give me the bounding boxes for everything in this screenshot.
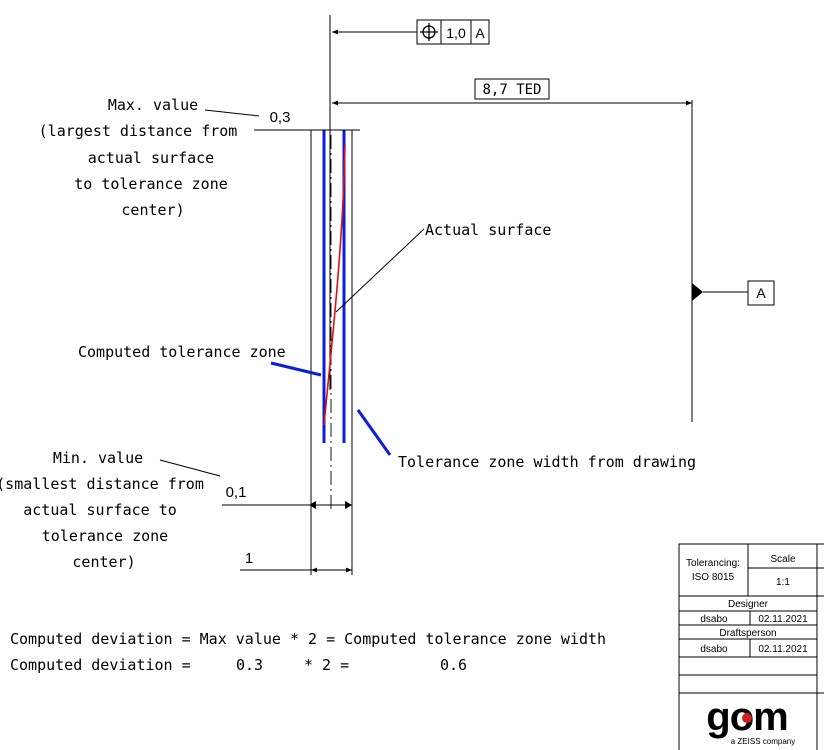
formula-line-2-result: 0.6 [440, 656, 467, 674]
callouts: Actual surface Computed tolerance zone T… [78, 221, 696, 471]
logo-subtitle: a ZEISS company [731, 737, 795, 746]
ted-label: 8,7 TED [482, 82, 541, 98]
max-desc-line: (largest distance from [39, 122, 238, 140]
feature-control-frame: 1,0 A [329, 15, 490, 390]
datum-label: A [756, 285, 766, 301]
ted-dimension: 8,7 TED [332, 78, 692, 106]
draftsperson-label: Draftsperson [719, 628, 776, 639]
gom-logo: gom a ZEISS company [706, 695, 795, 746]
max-desc-line: to tolerance zone [74, 175, 228, 193]
actual-surface-leader [335, 228, 425, 313]
width-value: 1 [245, 550, 253, 567]
max-desc-line: center) [121, 201, 184, 219]
width-dimension: 1 [240, 550, 352, 573]
max-desc-line: actual surface [88, 149, 214, 167]
datum-feature: A [691, 100, 775, 422]
scale-label: Scale [770, 554, 795, 565]
min-value-annotation: Min. value (smallest distance from actua… [0, 449, 246, 571]
designer-date: 02.11.2021 [758, 614, 808, 625]
draftsperson-name: dsabo [700, 644, 728, 655]
draftsperson-date: 02.11.2021 [758, 644, 808, 655]
drawing-zone-leader [356, 409, 392, 456]
designer-name: dsabo [700, 614, 728, 625]
formula-line-1: Computed deviation = Max value * 2 = Com… [10, 630, 606, 648]
tolerancing-label: Tolerancing: [686, 558, 740, 569]
formula-line-2-mult: * 2 = [304, 656, 349, 674]
actual-surface-label: Actual surface [425, 221, 551, 239]
min-value-title: Min. value [53, 449, 143, 467]
min-desc-line: tolerance zone [42, 527, 168, 545]
min-value: 0,1 [226, 484, 247, 501]
tolerance-zone-geometry [222, 129, 360, 575]
max-value-annotation: Max. value (largest distance from actual… [39, 96, 320, 219]
tolerancing-value: ISO 8015 [692, 572, 735, 583]
formula-line-2-max: 0.3 [236, 656, 263, 674]
datum-triangle-icon [692, 283, 703, 301]
fcf-datum-ref: A [475, 25, 485, 41]
logo-red-dot-icon [742, 713, 752, 723]
min-desc-line: actual surface to [23, 501, 177, 519]
min-desc-line: center) [72, 553, 135, 571]
position-icon [420, 23, 438, 41]
scale-value: 1:1 [776, 577, 790, 588]
actual-surface-curve [323, 144, 346, 426]
drawing-zone-label: Tolerance zone width from drawing [398, 453, 696, 471]
fcf-tolerance-value: 1,0 [446, 25, 466, 41]
max-value-title: Max. value [108, 96, 198, 114]
computed-zone-leader [270, 361, 322, 377]
min-desc-line: (smallest distance from [0, 475, 204, 493]
computed-zone-label: Computed tolerance zone [78, 343, 286, 361]
formula: Computed deviation = Max value * 2 = Com… [10, 630, 606, 674]
title-block: Tolerancing: ISO 8015 Scale 1:1 Designer… [678, 543, 824, 750]
formula-line-2-prefix: Computed deviation = [10, 656, 191, 674]
designer-label: Designer [728, 599, 769, 610]
max-value: 0,3 [270, 109, 291, 126]
